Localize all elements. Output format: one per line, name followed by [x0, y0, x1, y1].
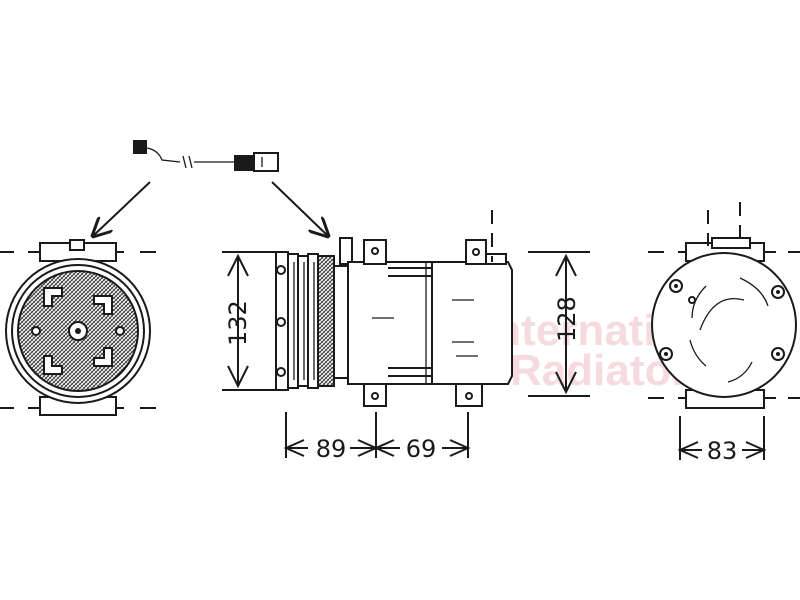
dimension-label-83: 83	[707, 437, 738, 465]
pointer-arrow-left	[93, 181, 151, 236]
dimension-height-128: 128	[553, 253, 581, 395]
side-view-compressor	[222, 210, 590, 407]
dimension-width-83: 83	[677, 416, 767, 465]
connector-housing	[253, 152, 279, 172]
connector-cable	[133, 140, 279, 172]
connector-plug-left	[133, 140, 147, 154]
dimension-width-89: 89	[283, 412, 379, 463]
rear-view-compressor	[648, 202, 800, 409]
pointer-arrow-right	[271, 181, 328, 236]
dimension-label-69: 69	[406, 435, 437, 463]
dimension-label-89: 89	[316, 435, 347, 463]
dimension-label-132: 132	[224, 300, 252, 346]
dimension-height-132: 132	[224, 253, 252, 389]
connector-plug-right	[234, 155, 254, 171]
dimension-width-69: 69	[373, 412, 471, 463]
dimension-label-128: 128	[553, 296, 581, 342]
front-view-pulley	[0, 239, 156, 416]
